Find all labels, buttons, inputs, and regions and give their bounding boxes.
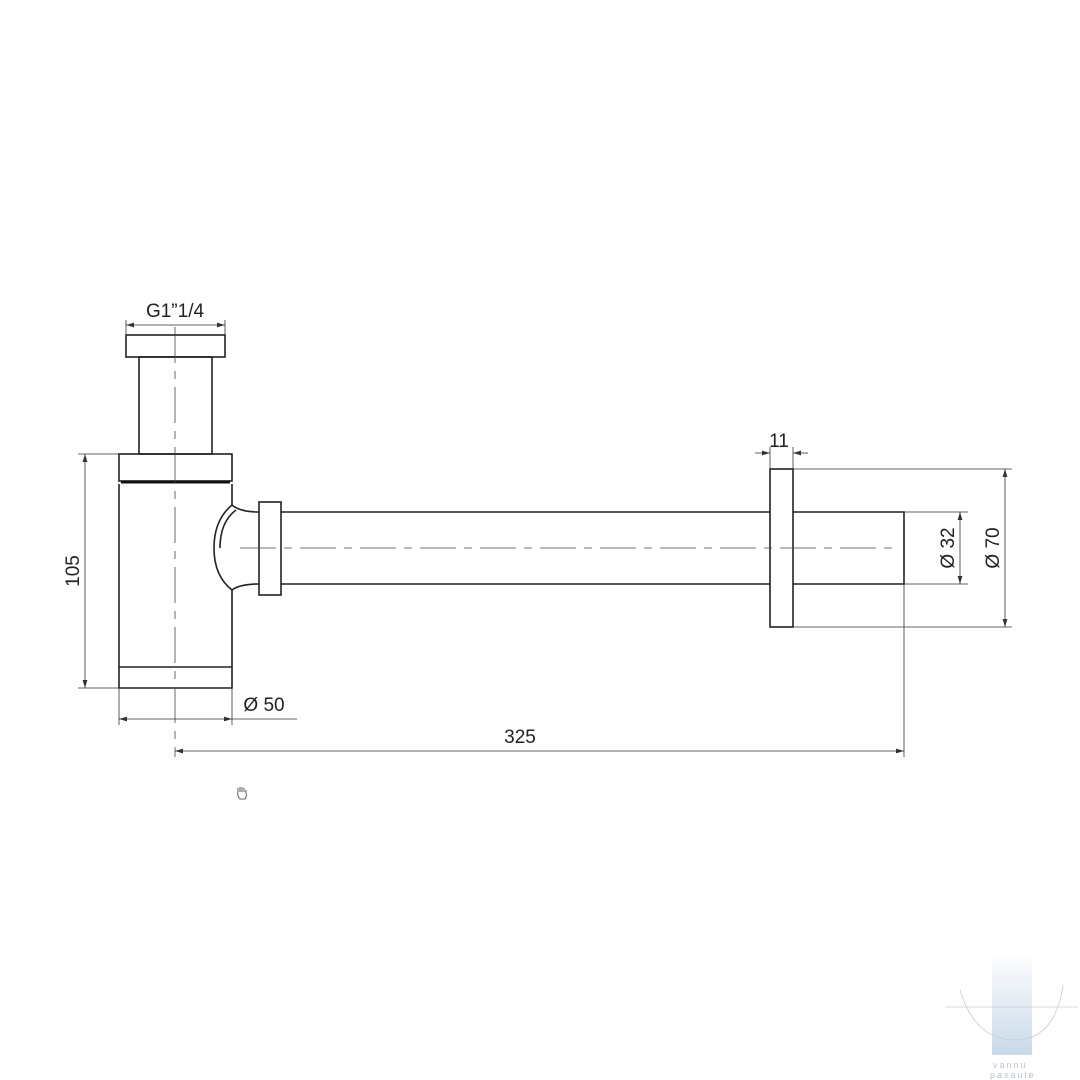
hand-cursor-icon [237,787,247,800]
outlet-curve [213,504,233,591]
length-label: 325 [504,727,536,748]
flange-thickness-label: 11 [769,431,789,452]
stem [138,356,213,455]
watermark-logo: vannu pasaule [945,950,1078,1080]
dim-flange-thickness: 11 [755,431,808,469]
dim-body-diameter: Ø 50 [118,688,297,725]
outlet-nut [258,501,282,596]
dim-thread: G1”1/4 [125,301,226,335]
top-cap [125,334,226,358]
trap-body [118,334,282,689]
thread-label: G1”1/4 [146,301,205,322]
dim-flange-diameter: Ø 70 [793,468,1012,628]
body-diameter-label: Ø 50 [243,695,284,716]
pipe-diameter-label: Ø 32 [938,527,959,568]
watermark-text-1: vannu [993,1060,1028,1070]
watermark-text-2: pasaule [990,1070,1036,1080]
height-label: 105 [63,555,84,587]
collar [118,453,233,482]
dim-length: 325 [175,584,905,757]
dim-pipe-diameter: Ø 32 [904,511,968,585]
body [118,484,233,689]
dim-height: 105 [63,453,119,689]
flange-diameter-label: Ø 70 [983,527,1004,568]
